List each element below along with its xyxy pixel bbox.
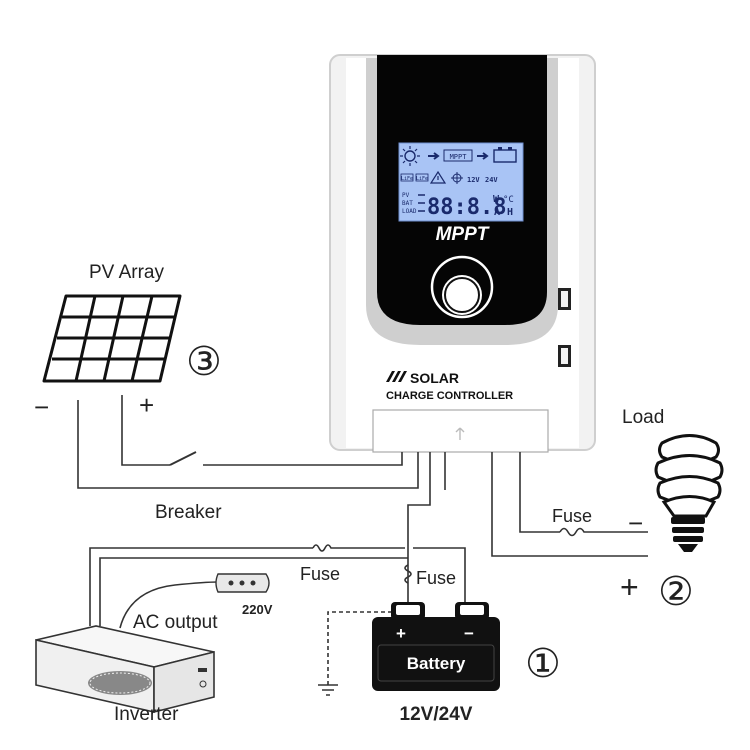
lcd-row-load: LOAD	[402, 208, 417, 215]
ac-output-label: AC output	[133, 612, 218, 633]
fuse-inverter-label: Fuse	[300, 564, 340, 584]
pv-plus-label: +	[139, 390, 154, 420]
fuse-load-symbol	[559, 527, 588, 537]
light-bulb-icon	[654, 434, 724, 552]
arrow-right-icon	[428, 152, 440, 160]
lcd-mppt-label: MPPT	[450, 153, 468, 161]
battery-voltage-label: 12V/24V	[400, 704, 473, 725]
lcd-24v: 24V	[485, 176, 498, 184]
row-arrows	[418, 194, 425, 212]
battery-plus-label: +	[396, 624, 406, 643]
wires	[77, 395, 648, 696]
load-label: Load	[622, 407, 664, 428]
load-minus-label: −	[628, 508, 643, 538]
step-3-label: ③	[186, 340, 222, 384]
battery-label: Battery	[407, 654, 466, 673]
pv-array-label: PV Array	[89, 262, 164, 283]
lcd-unit-a: A	[494, 207, 500, 218]
lcd-tag-2: LiFe	[416, 176, 428, 182]
solar-logo-icon	[386, 371, 407, 382]
usb-port-1[interactable]	[558, 288, 571, 310]
pv-minus-label: −	[34, 392, 49, 422]
lcd-row-bat: BAT	[402, 200, 413, 207]
inverter-icon	[35, 625, 215, 714]
battery-minus-label: −	[464, 624, 474, 643]
mppt-box	[443, 149, 473, 162]
cover-arrow-icon	[455, 427, 465, 440]
brand-text: MPPT	[436, 224, 490, 245]
battery-icon	[372, 602, 500, 691]
charge-controller: MPPT LiFe LiFe 12V 24V PV BAT LO	[329, 54, 596, 453]
step-2-label: ②	[658, 570, 694, 614]
ac-socket-icon	[215, 573, 270, 593]
fan-icon	[451, 172, 463, 184]
lcd-12v: 12V	[467, 176, 480, 184]
lcd-unit-h: H	[507, 207, 513, 218]
breaker-label: Breaker	[155, 502, 222, 523]
sun-icon	[400, 146, 420, 166]
lcd-tag-1: LiFe	[401, 176, 413, 182]
load-plus-label: +	[620, 569, 639, 605]
solar-panel-icon	[42, 294, 182, 383]
lcd-screen: MPPT LiFe LiFe 12V 24V PV BAT LO	[398, 142, 524, 222]
tag-box-1	[400, 173, 414, 182]
lcd-digits: 88:8.8	[427, 195, 506, 220]
lcd-row-pv: PV	[402, 192, 410, 199]
controller-subtitle: CHARGE CONTROLLER	[386, 390, 513, 402]
fuse-battery-label: Fuse	[416, 568, 456, 588]
fuse-battery-symbol	[404, 564, 412, 584]
inverter-label: Inverter	[114, 704, 179, 725]
lcd-unit-w: W	[493, 194, 500, 205]
warning-icon	[429, 170, 447, 184]
lcd-unit-c: °C	[503, 195, 514, 205]
lcd-background	[398, 142, 524, 222]
fuse-inverter-symbol	[312, 544, 336, 552]
ac-voltage-label: 220V	[242, 602, 273, 617]
battery-small-icon	[493, 147, 517, 163]
usb-port-2[interactable]	[558, 345, 571, 367]
step-1-label: ①	[525, 642, 561, 686]
control-button[interactable]	[430, 255, 494, 319]
tag-box-2	[415, 173, 429, 182]
fuse-load-label: Fuse	[552, 506, 592, 526]
logo-text: SOLAR	[410, 370, 459, 386]
arrow-right-icon-2	[477, 152, 489, 160]
